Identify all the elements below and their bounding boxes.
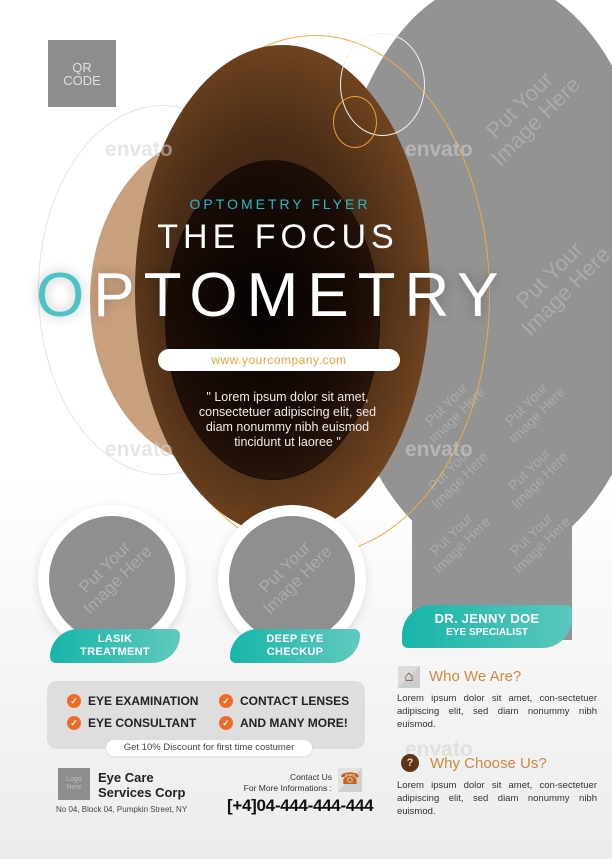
- doctor-role: EYE SPECIALIST: [446, 627, 528, 638]
- features-box: ✓EYE EXAMINATION ✓CONTACT LENSES ✓EYE CO…: [47, 681, 365, 749]
- company-address: No 04, Block 04, Pumpkin Street, NY: [56, 805, 188, 814]
- website-link[interactable]: www.yourcompany.com: [158, 349, 400, 371]
- check-icon: ✓: [219, 694, 233, 708]
- check-icon: ✓: [67, 694, 81, 708]
- flyer-title-main: OPTOMETRY: [36, 261, 508, 330]
- feature-item: ✓EYE EXAMINATION: [67, 694, 198, 708]
- why-choose-us-text: Lorem ipsum dolor sit amet, con-sectetue…: [397, 780, 597, 817]
- envato-watermark: envato: [105, 438, 173, 461]
- intro-quote: " Lorem ipsum dolor sit amet, consectetu…: [198, 390, 377, 449]
- question-icon: ?: [401, 754, 419, 772]
- envato-watermark: envato: [405, 738, 473, 761]
- phone-number[interactable]: [+4]04-444-444-444: [227, 796, 374, 815]
- doctor-name: DR. JENNY DOE: [434, 611, 540, 626]
- feature-item: ✓CONTACT LENSES: [219, 694, 349, 708]
- why-choose-us-heading: Why Choose Us?: [430, 755, 547, 772]
- qr-code-placeholder[interactable]: QR CODE: [48, 40, 116, 107]
- decorative-white-ring: [340, 33, 425, 136]
- eye-pupil-shape: [165, 160, 380, 480]
- feature-item: ✓EYE CONSULTANT: [67, 716, 196, 730]
- who-we-are-text: Lorem ipsum dolor sit amet, con-sectetue…: [397, 693, 597, 730]
- who-we-are-heading: Who We Are?: [429, 668, 522, 685]
- house-icon: ⌂: [398, 666, 420, 688]
- discount-badge: Get 10% Discount for first time costumer: [106, 740, 312, 756]
- phone-icon: ☎: [338, 768, 362, 792]
- envato-watermark: envato: [105, 138, 173, 161]
- flyer-subtitle: OPTOMETRY FLYER: [189, 196, 371, 212]
- decorative-orange-ring: [333, 96, 377, 148]
- feature-item: ✓AND MANY MORE!: [219, 716, 348, 730]
- envato-watermark: envato: [405, 138, 473, 161]
- flyer-title-line1: THE FOCUS: [157, 218, 399, 256]
- check-icon: ✓: [219, 716, 233, 730]
- check-icon: ✓: [67, 716, 81, 730]
- envato-watermark: envato: [405, 438, 473, 461]
- doctor-name-tag: DR. JENNY DOE EYE SPECIALIST: [402, 605, 572, 648]
